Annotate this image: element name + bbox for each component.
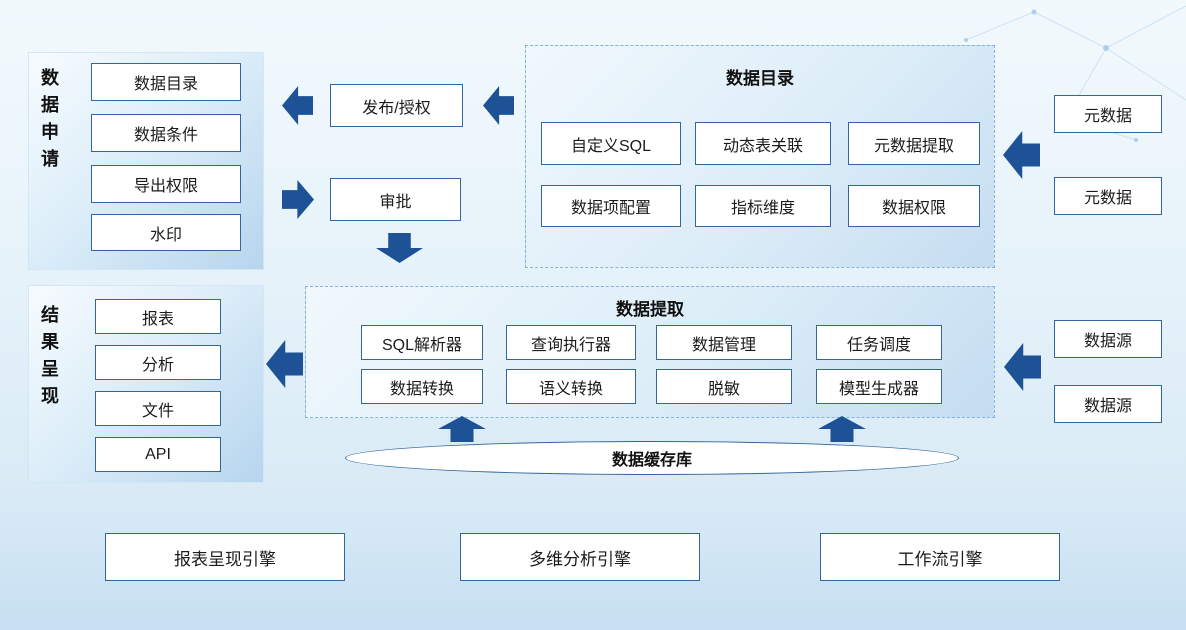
box-metadata-2: 元数据 [1054, 177, 1162, 215]
box-data-management: 数据管理 [656, 325, 792, 360]
box-file: 文件 [95, 391, 221, 426]
box-query-executor: 查询执行器 [506, 325, 636, 360]
box-data-item-config: 数据项配置 [541, 185, 681, 227]
arrow-metadata-to-catalog [1003, 131, 1040, 179]
box-data-cache: 数据缓存库 [345, 441, 959, 475]
panel-data-application: 数据申请 数据目录 数据条件 导出权限 水印 [28, 52, 264, 270]
box-data-masking: 脱敏 [656, 369, 792, 404]
box-model-generator: 模型生成器 [816, 369, 942, 404]
box-semantic-transform: 语义转换 [506, 369, 636, 404]
panel-result-presentation: 结果呈现 报表 分析 文件 API [28, 285, 264, 483]
arrow-sources-to-extraction [1004, 343, 1041, 391]
box-apply-data-catalog: 数据目录 [91, 63, 241, 101]
panel-data-extraction: 数据提取 SQL解析器 查询执行器 数据管理 任务调度 数据转换 语义转换 脱敏… [305, 286, 995, 418]
arrow-extraction-to-result [266, 340, 303, 388]
box-dynamic-table-join: 动态表关联 [695, 122, 831, 165]
box-data-permission: 数据权限 [848, 185, 980, 227]
box-olap-engine: 多维分析引擎 [460, 533, 700, 581]
arrow-publish-to-application [282, 86, 313, 125]
box-data-source-1: 数据源 [1054, 320, 1162, 358]
box-api: API [95, 437, 221, 472]
arrow-approve-down [376, 233, 423, 263]
panel-result-presentation-label: 结果呈现 [41, 305, 59, 406]
box-apply-export-permission: 导出权限 [91, 165, 241, 203]
box-report-engine: 报表呈现引擎 [105, 533, 345, 581]
box-metadata-extract: 元数据提取 [848, 122, 980, 165]
box-workflow-engine: 工作流引擎 [820, 533, 1060, 581]
box-apply-data-condition: 数据条件 [91, 114, 241, 152]
box-data-source-2: 数据源 [1054, 385, 1162, 423]
box-analysis: 分析 [95, 345, 221, 380]
box-sql-parser: SQL解析器 [361, 325, 483, 360]
box-custom-sql: 自定义SQL [541, 122, 681, 165]
box-apply-watermark: 水印 [91, 214, 241, 251]
arrow-cache-to-extraction-right [818, 416, 866, 442]
panel-data-extraction-title: 数据提取 [616, 300, 684, 319]
arrow-application-to-approve [282, 180, 314, 219]
panel-data-catalog: 数据目录 自定义SQL 动态表关联 元数据提取 数据项配置 指标维度 数据权限 [525, 45, 995, 268]
box-data-transform: 数据转换 [361, 369, 483, 404]
arrow-cache-to-extraction-left [438, 416, 486, 442]
box-metric-dimension: 指标维度 [695, 185, 831, 227]
box-metadata-1: 元数据 [1054, 95, 1162, 133]
box-task-scheduler: 任务调度 [816, 325, 942, 360]
box-approval: 审批 [330, 178, 461, 221]
arrow-catalog-to-publish [483, 86, 514, 125]
panel-data-catalog-title: 数据目录 [726, 69, 794, 88]
box-publish-authorize: 发布/授权 [330, 84, 463, 127]
panel-data-application-label: 数据申请 [41, 68, 59, 169]
box-report: 报表 [95, 299, 221, 334]
